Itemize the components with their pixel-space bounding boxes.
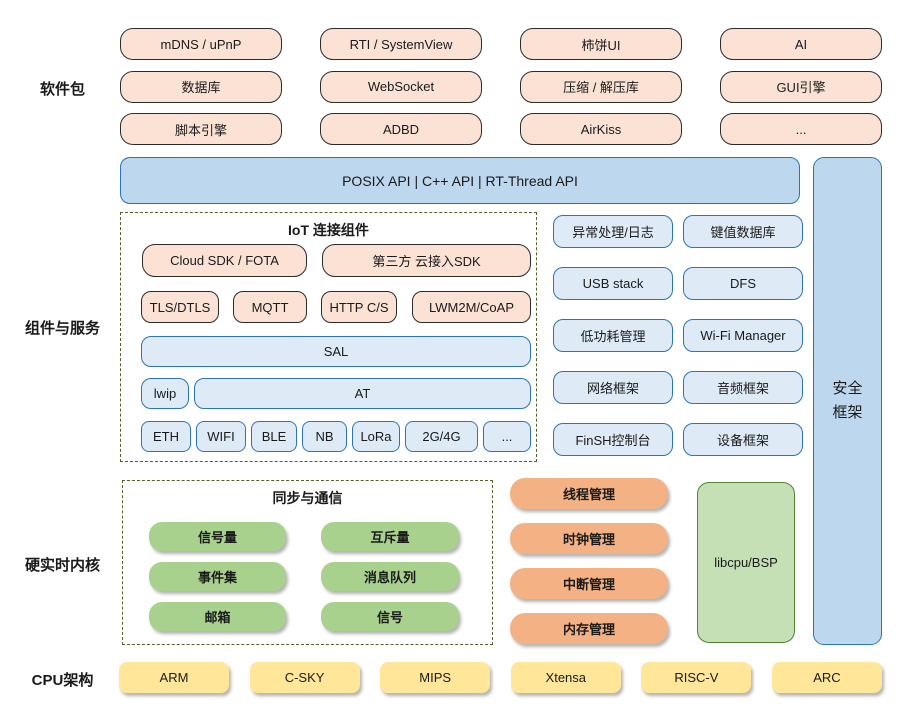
cpu-arch-box: Xtensa: [510, 662, 621, 693]
kernel-management-column: 线程管理 时钟管理 中断管理 内存管理: [510, 478, 668, 644]
package-box: ADBD: [320, 113, 482, 145]
link-layer-box: 2G/4G: [405, 421, 478, 452]
iot-cloud-box: 第三方 云接入SDK: [322, 244, 531, 277]
kernel-item-box: 线程管理: [510, 478, 668, 509]
link-layer-box: LoRa: [352, 421, 400, 452]
link-layer-box: BLE: [251, 421, 297, 452]
package-box: 柿饼UI: [520, 28, 682, 60]
sal-box: SAL: [141, 336, 531, 367]
sync-grid: 信号量 互斥量 事件集 消息队列 邮箱 信号: [149, 522, 459, 631]
package-box: mDNS / uPnP: [120, 28, 282, 60]
software-packages-grid: mDNS / uPnP RTI / SystemView 柿饼UI AI 数据库…: [120, 28, 882, 145]
package-box: 压缩 / 解压库: [520, 70, 682, 103]
security-framework-label-line2: 框架: [832, 404, 863, 421]
service-box: DFS: [683, 267, 803, 300]
service-box: 网络框架: [553, 371, 673, 404]
sync-item-box: 事件集: [149, 562, 286, 591]
package-box: 数据库: [120, 70, 282, 103]
link-layer-box: WIFI: [196, 421, 246, 452]
iot-protocol-box: TLS/DTLS: [141, 291, 219, 323]
service-box: USB stack: [553, 267, 673, 300]
iot-components-title: IoT 连接组件: [288, 222, 369, 238]
service-box: 设备框架: [683, 423, 803, 456]
section-label-kernel: 硬实时内核: [24, 557, 100, 574]
sync-communication-box: 同步与通信 信号量 互斥量 事件集 消息队列 邮箱 信号: [122, 480, 493, 645]
link-layer-box: NB: [302, 421, 347, 452]
iot-components-box: IoT 连接组件 Cloud SDK / FOTA 第三方 云接入SDK TLS…: [120, 212, 537, 462]
libcpu-bsp-box: libcpu/BSP: [697, 482, 795, 643]
cpu-arch-box: ARM: [119, 662, 229, 693]
package-box: WebSocket: [320, 70, 482, 103]
service-box: FinSH控制台: [553, 423, 673, 456]
iot-protocol-box: MQTT: [233, 291, 307, 323]
sync-item-box: 邮箱: [149, 602, 286, 631]
package-box: AirKiss: [520, 113, 682, 145]
service-box: Wi-Fi Manager: [683, 319, 803, 352]
kernel-item-box: 中断管理: [510, 568, 668, 599]
services-grid: 异常处理/日志 键值数据库 USB stack DFS 低功耗管理 Wi-Fi …: [553, 215, 803, 456]
package-box: GUI引擎: [720, 70, 882, 103]
sync-item-box: 信号: [321, 602, 459, 631]
sync-item-box: 消息队列: [321, 562, 459, 591]
service-box: 低功耗管理: [553, 319, 673, 352]
link-layer-box: ...: [483, 421, 531, 452]
api-banner: POSIX API | C++ API | RT-Thread API: [120, 157, 800, 204]
cpu-arch-box: ARC: [771, 662, 882, 693]
service-box: 键值数据库: [683, 215, 803, 248]
security-framework-box: 安全 框架: [813, 157, 882, 645]
cpu-arch-box: RISC-V: [641, 662, 752, 693]
service-box: 异常处理/日志: [553, 215, 673, 248]
kernel-item-box: 内存管理: [510, 613, 668, 644]
lwip-box: lwip: [141, 378, 189, 409]
security-framework-label-line1: 安全: [832, 380, 863, 397]
cpu-arch-grid: ARM C-SKY MIPS Xtensa RISC-V ARC: [119, 662, 882, 693]
section-label-cpu: CPU架构: [31, 672, 94, 689]
section-label-components: 组件与服务: [24, 320, 100, 337]
package-box: ...: [720, 113, 882, 145]
kernel-item-box: 时钟管理: [510, 523, 668, 554]
sync-item-box: 互斥量: [321, 522, 459, 551]
package-box: 脚本引擎: [120, 113, 282, 145]
iot-protocol-box: HTTP C/S: [321, 291, 397, 323]
iot-protocol-box: LWM2M/CoAP: [412, 291, 531, 323]
package-box: RTI / SystemView: [320, 28, 482, 60]
cpu-arch-box: C-SKY: [249, 662, 360, 693]
section-label-packages: 软件包: [39, 81, 85, 98]
link-layer-box: ETH: [141, 421, 191, 452]
package-box: AI: [720, 28, 882, 60]
at-box: AT: [194, 378, 531, 409]
iot-cloud-box: Cloud SDK / FOTA: [142, 244, 307, 277]
cpu-arch-box: MIPS: [380, 662, 491, 693]
sync-communication-title: 同步与通信: [272, 490, 343, 506]
sync-item-box: 信号量: [149, 522, 286, 551]
service-box: 音频框架: [683, 371, 803, 404]
